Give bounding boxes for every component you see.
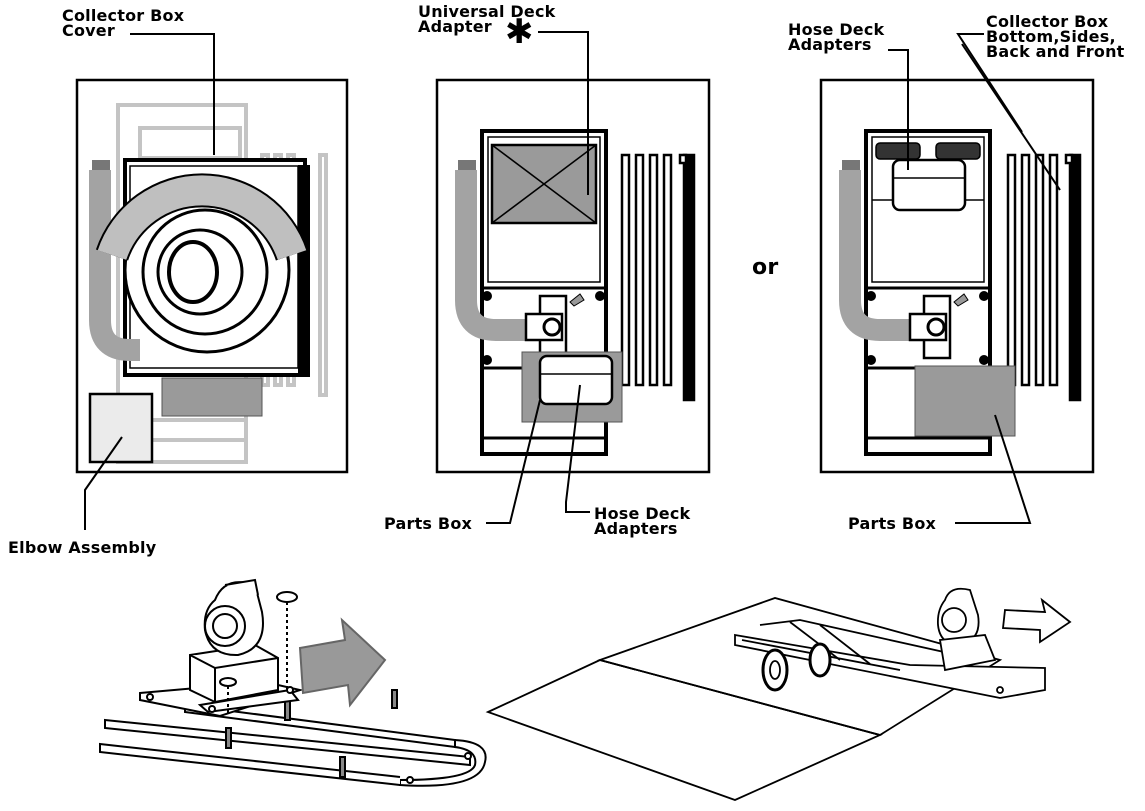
panel-2-universal-deck-adapter <box>435 31 711 524</box>
bottom-right-arrow <box>1002 597 1072 644</box>
leader-collector-box-parts <box>956 33 1023 133</box>
panel-2-side-panels <box>620 153 696 402</box>
panel-1-collector-box-cover <box>75 33 349 530</box>
label-parts-box-right: Parts Box <box>848 514 937 533</box>
panel-1-box-side <box>298 165 310 377</box>
panel-3-hose-deck-adapters <box>891 158 967 212</box>
leader-hose-deck-adapters-bottom <box>565 384 590 513</box>
label-hose-deck-adapters-top: Hose Deck Adapters <box>788 20 885 54</box>
label-parts-box-middle: Parts Box <box>384 514 473 533</box>
panel-3-hose <box>839 170 909 341</box>
panel-1-hose <box>89 170 140 361</box>
panel-2-hose <box>455 170 525 341</box>
leader-parts-box-right <box>955 414 1032 524</box>
label-or: or <box>752 255 779 280</box>
asterisk-icon: ✱ <box>505 12 534 52</box>
leader-collector-box-cover <box>130 33 215 155</box>
leader-universal-deck-adapter <box>538 31 589 195</box>
label-universal-deck-adapter: Universal Deck Adapter <box>418 2 556 36</box>
label-collector-box-cover: Collector Box Cover <box>62 6 185 40</box>
label-collector-box-parts: Collector Box Bottom,Sides, Back and Fro… <box>986 12 1125 61</box>
bottom-left-arrow <box>298 617 387 708</box>
panel-1-blower-inlet <box>167 240 219 304</box>
panel-1-elbow-assembly-box <box>88 392 154 464</box>
panel-2-hose-deck-adapters <box>538 354 614 406</box>
panel-1-deck-plate <box>161 377 263 417</box>
label-hose-deck-adapters-bottom: Hose Deck Adapters <box>594 504 691 538</box>
bottom-right-ramp-illustration <box>485 587 1072 801</box>
panel-1-cover-arc <box>97 175 307 261</box>
panel-3-hose-deck-adapters <box>819 33 1095 524</box>
bottom-left-mounting-illustration <box>99 578 487 787</box>
panel-3-parts-box <box>914 365 1016 437</box>
leader-elbow-assembly <box>84 436 123 530</box>
leader-hose-deck-adapters-top <box>888 49 909 170</box>
panel-1-frame-outline <box>116 103 328 464</box>
label-elbow-assembly: Elbow Assembly <box>8 538 157 557</box>
leader-parts-box-middle <box>486 399 541 524</box>
